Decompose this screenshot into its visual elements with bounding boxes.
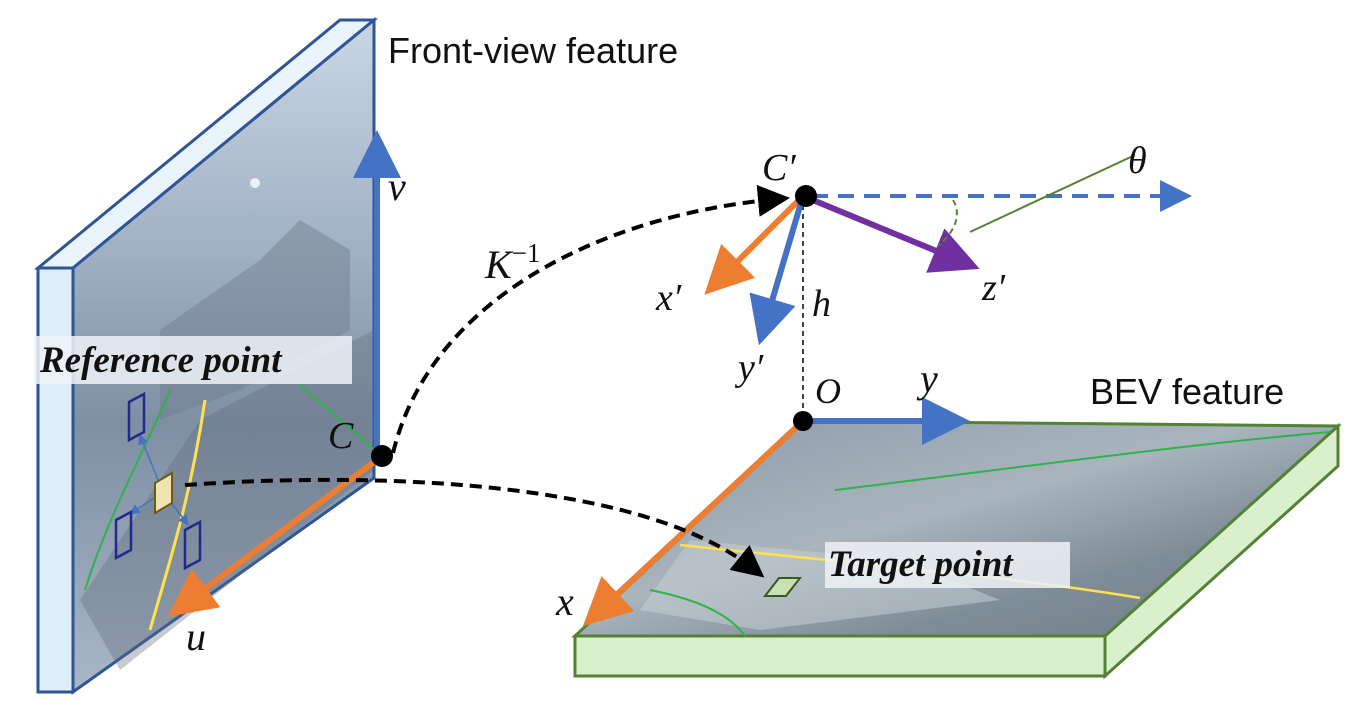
angle-arc bbox=[937, 199, 958, 247]
angle-theta-label: θ bbox=[1128, 140, 1147, 182]
k-inverse-exponent: −1 bbox=[512, 238, 541, 268]
reference-to-target-arrow bbox=[184, 477, 765, 578]
front-view-scene-road bbox=[80, 330, 374, 670]
height-h-label: h bbox=[812, 283, 831, 325]
axis-y-prime-label: y′ bbox=[734, 347, 764, 389]
front-view-feature-label: Front-view feature bbox=[388, 30, 678, 71]
target-point-marker bbox=[762, 577, 803, 597]
camera-point-c-prime bbox=[795, 185, 817, 207]
sampling-point-2 bbox=[114, 509, 133, 561]
axis-z-prime-label: z′ bbox=[981, 267, 1006, 309]
reference-point-marker bbox=[154, 471, 173, 515]
bev-panel bbox=[571, 419, 1342, 680]
k-inverse-label: K−1 bbox=[484, 238, 540, 287]
reference-point-label-bg bbox=[34, 336, 352, 384]
camera-point-c bbox=[371, 445, 393, 467]
sampling-point-3 bbox=[183, 519, 202, 571]
sampling-point-1 bbox=[127, 391, 146, 443]
front-view-scene-light bbox=[250, 178, 260, 188]
origin-point-o bbox=[793, 411, 813, 431]
axis-x-prime-label: x′ bbox=[655, 277, 682, 319]
axis-v-label: v bbox=[388, 164, 406, 209]
target-point-label: Target point bbox=[828, 544, 1014, 585]
front-view-panel-side bbox=[36, 266, 75, 694]
bev-lane-green-1 bbox=[834, 431, 1331, 491]
axis-y-label: y bbox=[916, 356, 938, 401]
bev-panel-bottom-face bbox=[573, 634, 1107, 678]
axis-x-label: x bbox=[555, 579, 574, 624]
axis-z-prime-arrow bbox=[801, 193, 980, 273]
front-view-lane-yellow bbox=[148, 399, 207, 631]
origin-o-label: O bbox=[815, 371, 841, 411]
bev-lane-green-2 bbox=[649, 589, 746, 637]
front-view-lane-green bbox=[84, 389, 171, 591]
target-point-label-bg bbox=[825, 542, 1070, 588]
theta-leader-line bbox=[969, 154, 1136, 233]
reference-point-label: Reference point bbox=[39, 340, 283, 381]
axis-x-arrow bbox=[582, 418, 806, 627]
front-view-lane-green-2 bbox=[299, 384, 376, 451]
camera-c-prime-label: C′ bbox=[762, 147, 796, 189]
axis-u-label: u bbox=[186, 614, 206, 659]
bev-feature-label: BEV feature bbox=[1090, 371, 1284, 412]
k-inverse-projection-arrow bbox=[391, 184, 790, 454]
k-inverse-base: K bbox=[484, 242, 514, 287]
camera-c-label: C bbox=[328, 415, 354, 457]
axis-y-prime-arrow bbox=[749, 195, 806, 346]
reference-sampling bbox=[114, 391, 202, 571]
